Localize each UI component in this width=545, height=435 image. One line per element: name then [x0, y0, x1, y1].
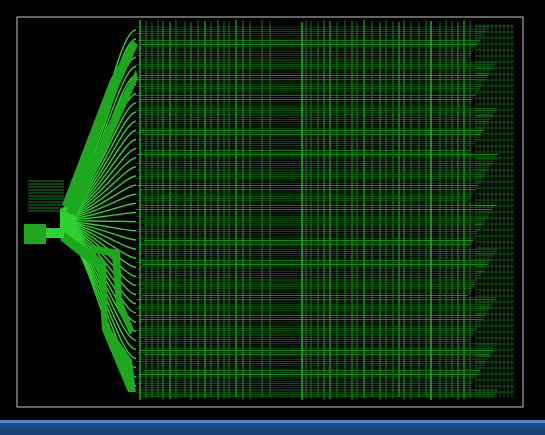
fanout-trace [59, 166, 137, 219]
fanout-traces [59, 29, 138, 392]
connector-neck [46, 228, 64, 238]
fanout-trace [59, 222, 137, 268]
fanout-trace [59, 184, 137, 220]
fanout-trace [59, 157, 137, 218]
connector-body [24, 224, 46, 244]
fanout-band-lower [60, 232, 136, 392]
right-edge-stubs [475, 24, 514, 398]
fanout-trace [59, 175, 137, 219]
fanout-trace [59, 219, 137, 223]
bottom-status-strip [0, 420, 545, 435]
fanout-band-lower-2 [88, 245, 134, 335]
horizontal-traces [135, 26, 498, 397]
left-connector [24, 180, 64, 244]
fanout-trace [59, 193, 137, 220]
fanout-trace [59, 211, 137, 221]
fanout-band-upper [62, 40, 138, 210]
board-boundary [16, 16, 524, 408]
fanout-trace [59, 221, 137, 250]
fanout-trace [59, 220, 137, 232]
layout-viewport[interactable] [0, 0, 545, 420]
canvas-background [0, 0, 545, 420]
fanout-trace [59, 221, 137, 259]
fanout-trace [59, 220, 137, 241]
pcb-layout-canvas[interactable] [0, 0, 545, 420]
vertical-traces [139, 20, 471, 400]
fanout-trace [59, 202, 137, 221]
fanout-trace [59, 223, 137, 287]
fanout-band-upper-2 [66, 70, 138, 216]
